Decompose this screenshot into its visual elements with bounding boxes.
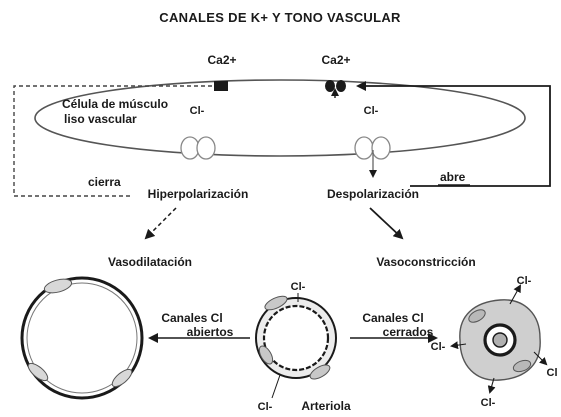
ca-channel-open-left: [325, 80, 335, 92]
vasodilatacion-label: Vasodilatación: [108, 255, 192, 269]
canales-cerrados-line2: cerrados: [383, 325, 434, 339]
cl-channel-left: [181, 137, 215, 159]
ca-right-label: Ca2+: [321, 53, 350, 67]
arteriola-vessel: [256, 293, 336, 381]
despolarizacion-arrow: [370, 208, 402, 238]
dilated-vessel: [22, 277, 142, 398]
diagram-title: CANALES DE K+ Y TONO VASCULAR: [159, 10, 401, 25]
canales-abiertos-line2: abiertos: [187, 325, 234, 339]
cl-left-label: Cl-: [190, 105, 205, 117]
cl-r-right-label: Cl: [547, 367, 558, 379]
ca-channel-closed: [214, 81, 228, 91]
vasoconstriccion-label: Vasoconstricción: [376, 255, 475, 269]
abre-label: abre: [440, 170, 466, 184]
cl-mid-bottom-tick: [272, 375, 280, 398]
cierra-label: cierra: [88, 175, 121, 189]
canales-cerrados-line1: Canales Cl: [362, 311, 423, 325]
cl-r-top-label: Cl-: [517, 275, 532, 287]
ca-left-label: Ca2+: [207, 53, 236, 67]
arteriola-label: Arteriola: [301, 399, 351, 413]
cl-mid-bottom-label: Cl-: [258, 401, 273, 413]
constricted-vessel: [460, 300, 540, 380]
canales-abiertos-line1: Canales Cl: [161, 311, 222, 325]
despolarizacion-label: Despolarización: [327, 187, 419, 201]
cl-mid-top-label: Cl-: [291, 281, 306, 293]
cell-label-line2: liso vascular: [64, 112, 137, 126]
hiperpolarizacion-arrow: [146, 208, 176, 238]
cell-label-line1: Célula de músculo: [62, 97, 168, 111]
ca-channel-open-right: [336, 80, 346, 92]
cl-r-left-label: Cl-: [431, 341, 446, 353]
cl-r-bottom-label: Cl-: [481, 397, 496, 409]
cl-right-label: Cl-: [364, 105, 379, 117]
hiperpolarizacion-label: Hiperpolarización: [148, 187, 249, 201]
